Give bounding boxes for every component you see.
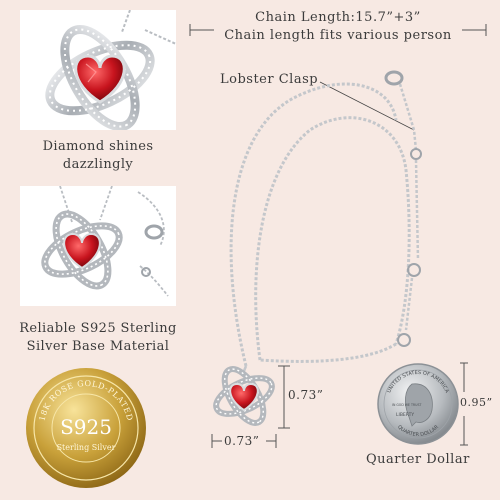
chain-extender <box>414 159 420 261</box>
badge-sub-text: Sterling Silver <box>57 443 116 452</box>
feature-caption-line1: Diamond shines <box>42 139 154 154</box>
badge-seal-icon: 18K ROSE GOLD-PLATED S925 Sterling Silve… <box>26 368 146 488</box>
pendant-closeup-image <box>45 10 176 130</box>
lobster-clasp-icon <box>384 70 404 86</box>
feature-caption-silver: Reliable S925 Sterling Silver Base Mater… <box>0 320 196 356</box>
coin-motto-text: IN GOD WE TRUST <box>392 403 421 407</box>
thumbnail-pendant-with-chain <box>20 186 176 306</box>
s925-badge: 18K ROSE GOLD-PLATED S925 Sterling Silve… <box>22 364 150 492</box>
coin-label: Quarter Dollar <box>366 452 470 467</box>
thumbnail-pendant-closeup <box>20 10 176 130</box>
pendant-width-label: 0.73” <box>224 434 260 448</box>
necklace-image <box>211 70 422 448</box>
lobster-clasp-label: Lobster Clasp <box>220 72 319 87</box>
feature-caption-diamond: Diamond shines dazzlingly <box>0 138 196 174</box>
chain-length-callout: Chain Length:15.7”+3” Chain length fits … <box>188 10 488 50</box>
coin-portrait <box>404 383 433 427</box>
clasp-leader-line <box>319 81 415 131</box>
coin-height-label: 0.95” <box>460 396 493 409</box>
feature-caption-line2: Silver Base Material <box>26 339 170 354</box>
chain-length-text: Chain Length:15.7”+3” <box>255 10 421 25</box>
chain-length-bracket <box>189 24 487 36</box>
feature-caption-line2: dazzlingly <box>62 157 134 172</box>
chain-inner <box>254 116 411 361</box>
chain-fit-text: Chain length fits various person <box>224 28 452 43</box>
coin-height-bracket <box>460 362 468 446</box>
pendant-small <box>213 366 275 426</box>
pendant-chain-image <box>41 186 169 297</box>
coin-liberty-text: LIBERTY <box>396 412 414 418</box>
chain-outer-left <box>229 82 398 367</box>
badge-main-text: S925 <box>60 415 112 439</box>
quarter-coin-icon: UNITED STATES OF AMERICA QUARTER DOLLAR … <box>377 363 459 445</box>
feature-caption-line1: Reliable S925 Sterling <box>19 321 177 336</box>
pendant-height-label: 0.73” <box>288 388 324 402</box>
